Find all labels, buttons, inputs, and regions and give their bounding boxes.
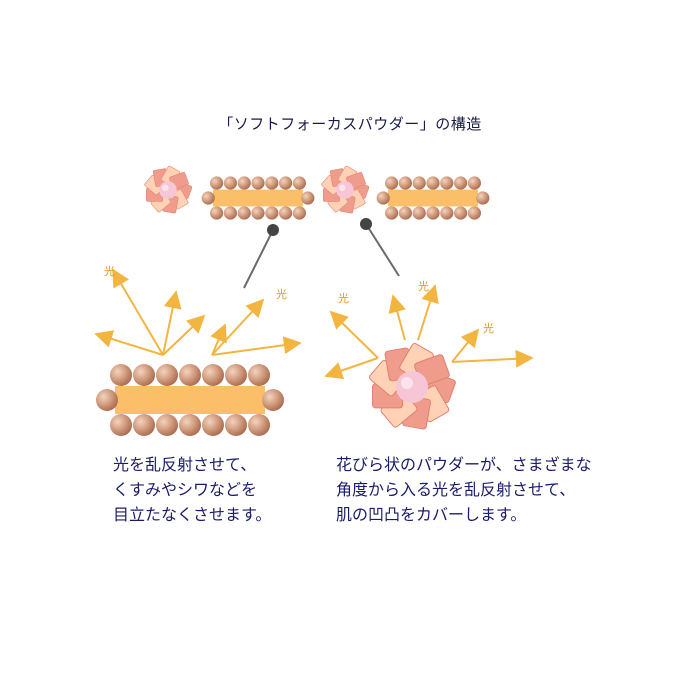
caption-right-line-3: 肌の凹凸をカバーします。 bbox=[336, 505, 527, 524]
flower-particle-large bbox=[369, 343, 456, 430]
flower-particle-small-2 bbox=[321, 165, 370, 214]
flower-particle-small-1 bbox=[144, 165, 193, 214]
caption-left-line-1: 光を乱反射させて、 bbox=[113, 455, 257, 474]
pointer-right bbox=[360, 218, 400, 277]
caption-right: 花びら状のパウダーが、さまざまな 角度から入る光を乱反射させて、 肌の凹凸をカバ… bbox=[336, 452, 666, 527]
bead-bar-small-1 bbox=[201, 176, 315, 220]
diagram-title: 「ソフトフォーカスパウダー」の構造 bbox=[218, 115, 482, 133]
light-label-left-2: 光 bbox=[276, 287, 287, 301]
light-label-right-3: 光 bbox=[483, 321, 494, 335]
pointer-left bbox=[243, 224, 279, 289]
light-label-right-1: 光 bbox=[338, 291, 349, 305]
light-arrows-right bbox=[324, 284, 534, 380]
top-structure-row bbox=[144, 165, 490, 220]
caption-left: 光を乱反射させて、 くすみやシワなどを 目立たなくさせます。 bbox=[113, 452, 343, 527]
light-label-right-2: 光 bbox=[418, 279, 429, 293]
caption-left-line-2: くすみやシワなどを bbox=[113, 480, 258, 499]
caption-right-line-2: 角度から入る光を乱反射させて、 bbox=[336, 480, 576, 499]
bead-bar-large bbox=[96, 364, 284, 436]
caption-right-line-1: 花びら状のパウダーが、さまざまな bbox=[336, 455, 592, 474]
light-arrows-left bbox=[94, 268, 302, 356]
light-label-left-1: 光 bbox=[104, 264, 115, 278]
caption-left-line-3: 目立たなくさせます。 bbox=[113, 505, 272, 524]
bead-bar-small-2 bbox=[376, 176, 490, 220]
